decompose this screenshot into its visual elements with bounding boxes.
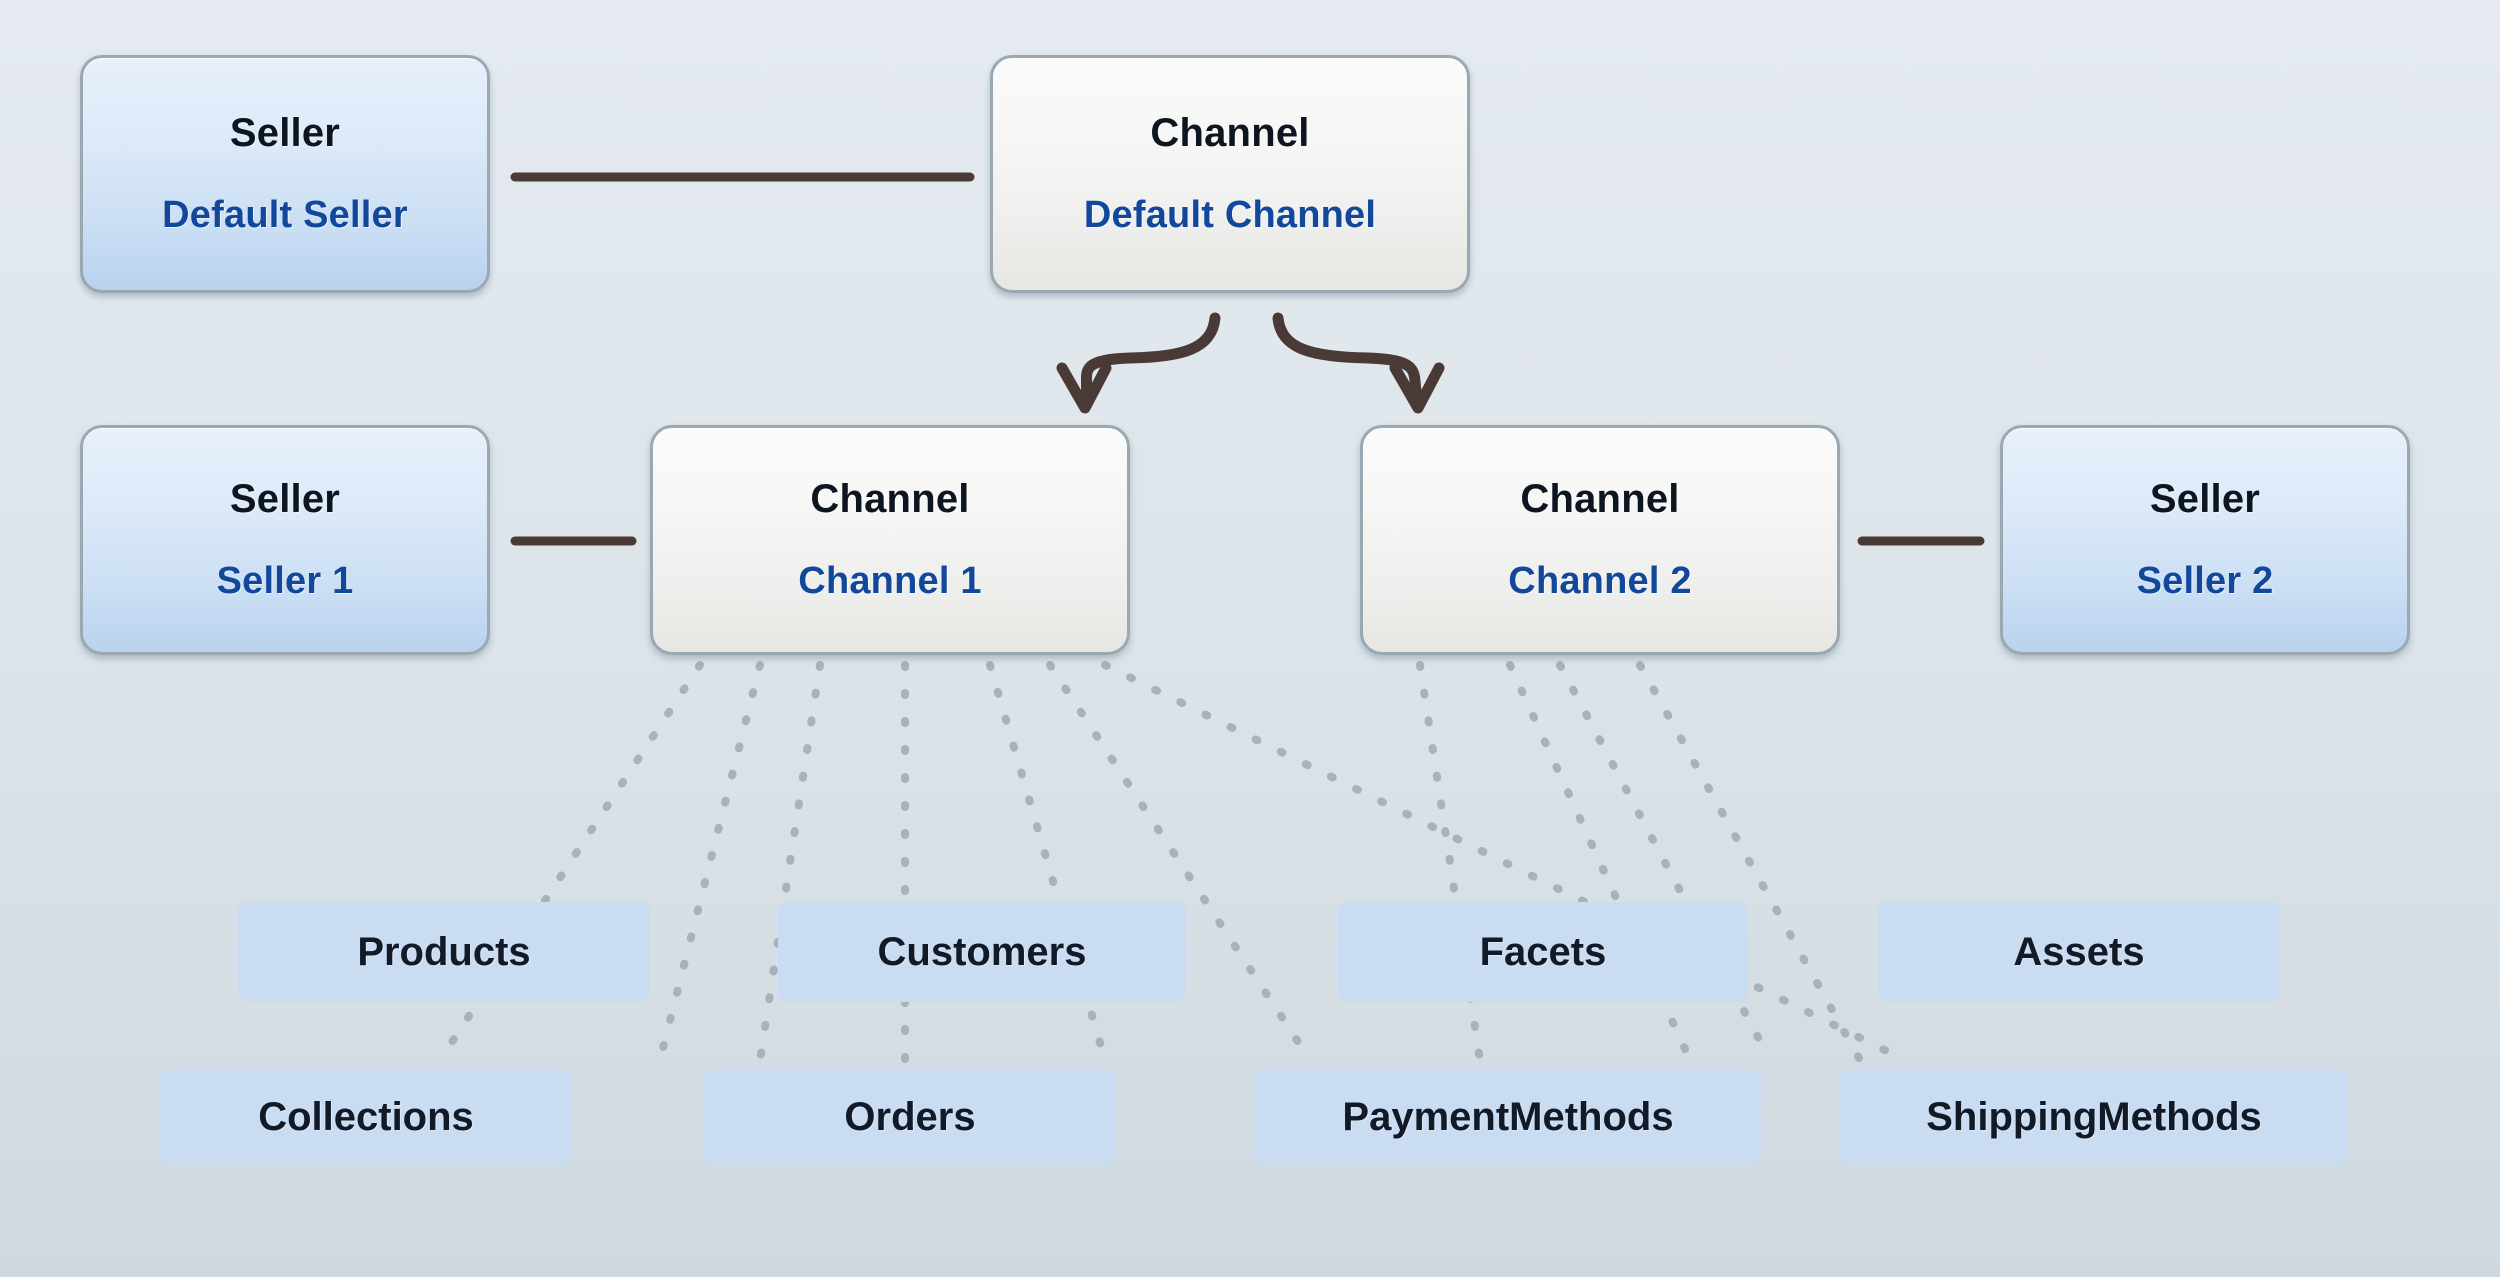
resource-chip-facets[interactable]: Facets (1338, 902, 1748, 1002)
entity-type-label: Seller (229, 111, 341, 155)
entity-card-channel-1[interactable]: Channel Channel 1 (650, 425, 1130, 655)
entity-name-label: Default Seller (162, 194, 408, 236)
dotted-channel1-collections (656, 661, 764, 1064)
entity-card-seller-2[interactable]: Seller Seller 2 (2000, 425, 2410, 655)
resource-chip-label: Customers (877, 929, 1087, 974)
arrow-default-channel-to-channel1 (1079, 312, 1221, 406)
resource-chip-label: Products (357, 929, 531, 974)
entity-type-label: Seller (2149, 477, 2261, 521)
resource-chip-products[interactable]: Products (238, 902, 650, 1002)
entity-card-default-seller[interactable]: Seller Default Seller (80, 55, 490, 293)
resource-chip-customers[interactable]: Customers (778, 902, 1186, 1002)
entity-name-label: Seller 1 (216, 560, 354, 602)
resource-chip-label: ShippingMethods (1926, 1095, 2262, 1139)
entity-type-label: Channel (810, 477, 970, 521)
entity-card-seller-1[interactable]: Seller Seller 1 (80, 425, 490, 655)
arrow-default-channel-to-channel2 (1272, 312, 1424, 406)
entity-card-default-channel[interactable]: Channel Default Channel (990, 55, 1470, 293)
entity-type-label: Channel (1520, 477, 1680, 521)
resource-chip-orders[interactable]: Orders (704, 1070, 1116, 1165)
curved-arrows (1056, 312, 1445, 414)
entity-name-label: Seller 2 (2136, 560, 2274, 602)
entity-type-label: Channel (1150, 111, 1310, 155)
entity-name-label: Default Channel (1083, 194, 1377, 236)
resource-chip-label: Facets (1479, 929, 1607, 974)
arrow-default-channel-to-channel1-head (1056, 362, 1112, 414)
entity-name-label: Channel 1 (798, 560, 982, 602)
entity-type-label: Seller (229, 477, 341, 521)
arrow-default-channel-to-channel2-head (1389, 362, 1445, 414)
resource-chip-paymentmethods[interactable]: PaymentMethods (1254, 1070, 1762, 1165)
entity-card-channel-2[interactable]: Channel Channel 2 (1360, 425, 1840, 655)
resource-chip-label: Collections (258, 1095, 474, 1139)
resource-chip-shippingmethods[interactable]: ShippingMethods (1840, 1070, 2348, 1165)
entity-name-label: Channel 2 (1508, 560, 1692, 602)
resource-chip-label: Orders (844, 1095, 976, 1139)
resource-chip-collections[interactable]: Collections (160, 1070, 572, 1165)
resource-chip-label: Assets (2013, 929, 2145, 974)
resource-chip-label: PaymentMethods (1342, 1095, 1674, 1139)
resource-chip-assets[interactable]: Assets (1878, 902, 2280, 1002)
